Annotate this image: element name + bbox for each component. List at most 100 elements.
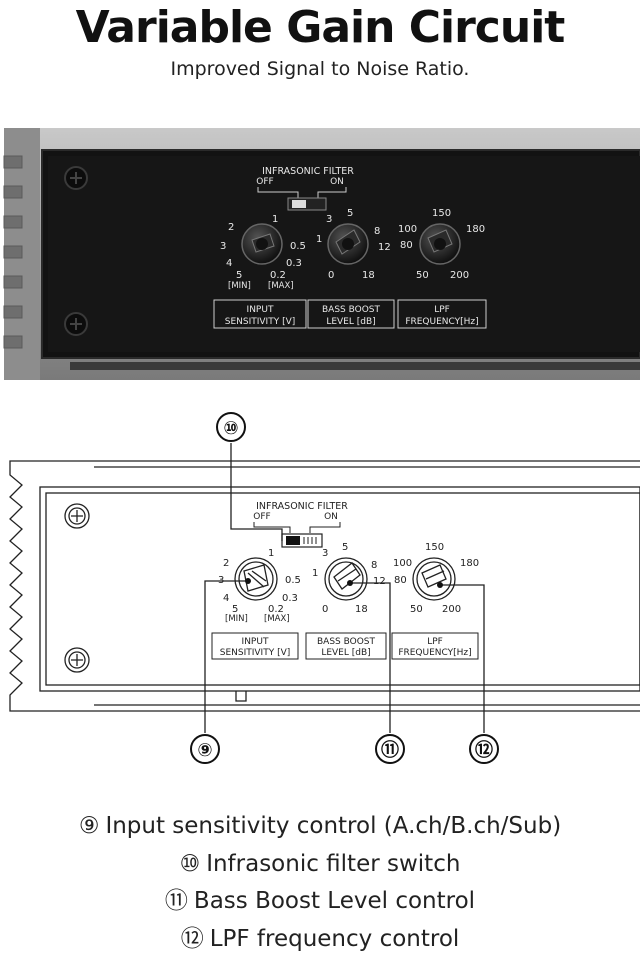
diagram-lpf-scale-200: 200 [442, 604, 461, 615]
diagram-input-scale-0.5: 0.5 [285, 575, 301, 586]
callout-11-label: ⑪ [381, 739, 399, 761]
diagram-lpf-scale-100: 100 [393, 558, 412, 569]
photo-input-scale-0.5: 0.5 [290, 241, 306, 252]
photo-input-scale-0.2: 0.2 [270, 270, 286, 281]
photo-input-scale-max: [MAX] [268, 281, 294, 291]
legend-text: Input sensitivity control (A.ch/B.ch/Sub… [105, 813, 561, 839]
legend-number: ⑪ [165, 888, 188, 914]
photo-bass-scale-1: 1 [316, 234, 322, 245]
panel-line-diagram: INFRASONIC FILTER OFF ON 2 1 3 0.5 4 0.3… [0, 405, 640, 775]
photo-input-scale-1: 1 [272, 214, 278, 225]
diagram-lpf-scale-50: 50 [410, 604, 423, 615]
legend-number: ⑨ [79, 813, 100, 839]
photo-lpf-scale-150: 150 [432, 208, 451, 219]
callout-9-label: ⑨ [197, 740, 212, 761]
diagram-input-scale-4: 4 [223, 593, 229, 604]
diagram-input-scale-max: [MAX] [264, 614, 290, 624]
diagram-input-label-line1: INPUT [242, 637, 269, 647]
diagram-bass-scale-1: 1 [312, 568, 318, 579]
amplifier-panel-photo: INFRASONIC FILTER OFF ON 2 1 3 0.5 4 0.3… [0, 126, 640, 382]
diagram-lpf-label-line2: FREQUENCY[Hz] [398, 648, 471, 658]
photo-infrasonic-switch [288, 198, 326, 210]
photo-input-scale-5: 5 [236, 270, 242, 281]
diagram-infrasonic-switch [282, 534, 322, 547]
photo-input-scale-min: [MIN] [228, 281, 251, 291]
diagram-lpf-scale-180: 180 [460, 558, 479, 569]
diagram-input-label-box: INPUT SENSITIVITY [V] [212, 633, 298, 659]
screw-top [65, 167, 87, 189]
diagram-bass-boost-knob [325, 558, 367, 600]
callout-10-label: ⑩ [223, 418, 238, 439]
diagram-bass-label-box: BASS BOOST LEVEL [dB] [306, 633, 386, 659]
screw-bottom [65, 313, 87, 335]
diagram-bass-label-line2: LEVEL [dB] [321, 648, 370, 658]
photo-bass-scale-5: 5 [347, 208, 353, 219]
diagram-input-sensitivity-knob [235, 558, 277, 600]
photo-lpf-scale-100: 100 [398, 224, 417, 235]
diagram-input-label-line2: SENSITIVITY [V] [220, 648, 291, 658]
diagram-lpf-label-box: LPF FREQUENCY[Hz] [392, 633, 478, 659]
diagram-screw-bottom [65, 648, 89, 672]
callout-12-label: ⑫ [475, 739, 493, 761]
diagram-lpf-scale-80: 80 [394, 575, 407, 586]
photo-input-sensitivity-knob [242, 224, 282, 264]
diagram-lpf-scale-150: 150 [425, 542, 444, 553]
photo-lpf-scale-50: 50 [416, 270, 429, 281]
callout-9: ⑨ [191, 735, 219, 763]
photo-input-label-line2: SENSITIVITY [V] [225, 317, 296, 327]
photo-input-scale-2: 2 [228, 222, 234, 233]
diagram-bass-scale-5: 5 [342, 542, 348, 553]
callout-12: ⑫ [470, 735, 498, 763]
photo-input-label-line1: INPUT [247, 305, 274, 315]
legend-number: ⑫ [181, 926, 204, 952]
photo-bass-scale-8: 8 [374, 226, 380, 237]
diagram-bass-scale-18: 18 [355, 604, 368, 615]
page-title: Variable Gain Circuit [0, 2, 640, 53]
diagram-off-label: OFF [253, 512, 270, 522]
photo-bass-scale-12: 12 [378, 242, 391, 253]
photo-infrasonic-title: INFRASONIC FILTER [262, 166, 354, 177]
photo-bass-scale-3: 3 [326, 214, 332, 225]
diagram-bass-label-line1: BASS BOOST [317, 637, 376, 647]
photo-input-scale-0.3: 0.3 [286, 258, 302, 269]
diagram-input-scale-0.3: 0.3 [282, 593, 298, 604]
diagram-bass-scale-0: 0 [322, 604, 328, 615]
legend-text: LPF frequency control [210, 926, 460, 952]
legend-text: Infrasonic filter switch [206, 851, 460, 877]
photo-bass-label-line2: LEVEL [dB] [326, 317, 375, 327]
callout-line-10 [231, 443, 282, 541]
photo-lpf-scale-80: 80 [400, 240, 413, 251]
diagram-input-scale-min: [MIN] [225, 614, 248, 624]
diagram-infrasonic-title: INFRASONIC FILTER [256, 501, 348, 512]
page-subtitle: Improved Signal to Noise Ratio. [0, 58, 640, 80]
photo-bass-label-line1: BASS BOOST [322, 305, 381, 315]
legend-text: Bass Boost Level control [194, 888, 475, 914]
diagram-bass-scale-3: 3 [322, 548, 328, 559]
photo-lpf-label-line2: FREQUENCY[Hz] [405, 317, 478, 327]
diagram-lpf-knob [413, 558, 455, 600]
photo-lpf-scale-200: 200 [450, 270, 469, 281]
photo-bass-scale-18: 18 [362, 270, 375, 281]
diagram-on-label: ON [324, 512, 338, 522]
photo-input-scale-4: 4 [226, 258, 232, 269]
diagram-screw-top [65, 504, 89, 528]
photo-bass-boost-knob [328, 224, 368, 264]
diagram-input-scale-2: 2 [223, 558, 229, 569]
callout-10: ⑩ [217, 413, 245, 441]
photo-lpf-label-line1: LPF [434, 305, 450, 315]
photo-lpf-knob [420, 224, 460, 264]
diagram-bass-scale-12: 12 [373, 576, 386, 587]
callout-11: ⑪ [376, 735, 404, 763]
diagram-input-scale-1: 1 [268, 548, 274, 559]
photo-on-label: ON [330, 177, 344, 187]
photo-lpf-scale-180: 180 [466, 224, 485, 235]
photo-bass-scale-0: 0 [328, 270, 334, 281]
photo-input-scale-3: 3 [220, 241, 226, 252]
diagram-lpf-label-line1: LPF [427, 637, 443, 647]
diagram-bass-scale-8: 8 [371, 560, 377, 571]
